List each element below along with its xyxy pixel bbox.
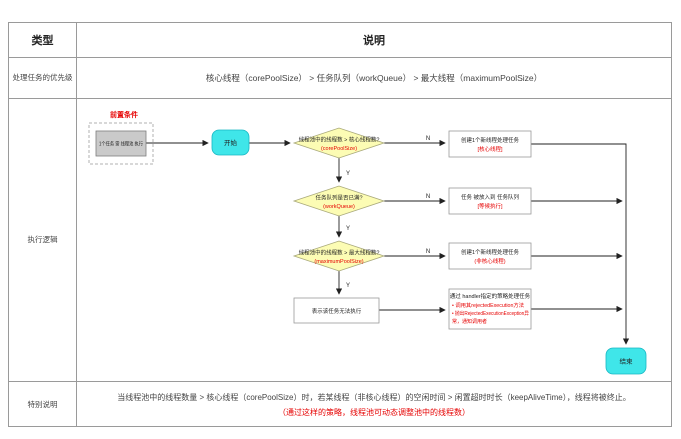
box-enqueue-task-subtext: [等候执行]: [477, 202, 503, 210]
task-node-label: 1个任务 需 线程池 执行: [99, 141, 143, 148]
edge-box1-to-end: [531, 143, 630, 345]
box-create-noncore-thread-text: 创建1个新线程处理任务: [461, 248, 520, 256]
task-node: [95, 130, 147, 157]
box-create-core-thread-text: 创建1个新线程处理任务: [461, 136, 520, 144]
label-yes-3: Y: [346, 283, 350, 289]
row-divider-1: [9, 57, 671, 58]
row-special-label: 特别说明: [27, 400, 58, 409]
precondition-label: 前置条件: [110, 110, 138, 119]
row-divider-3: [9, 381, 671, 382]
spec-table: 类型 说明 处理任务的优先级 核心线程（corePoolSize） > 任务队列…: [8, 22, 672, 427]
decision-core-pool: [292, 127, 386, 159]
label-no-3: N: [426, 249, 430, 255]
decision-work-queue: [292, 185, 386, 217]
column-divider: [76, 23, 77, 426]
label-yes-1: Y: [346, 171, 350, 177]
box-handler-policy-bullet1: • 调用其rejectedExecution方法: [452, 302, 524, 309]
label-no-1: N: [426, 136, 430, 142]
execution-flowchart: 前置条件 1个任务 需 线程池 执行 开始 线程池中的线程数 > 核心线程数? …: [88, 110, 647, 375]
row-logic-label: 执行逻辑: [27, 235, 58, 244]
decision-max-pool-text: 线程池中的线程数 > 最大线程数?: [299, 249, 380, 257]
box-handler-policy-bullet2: • 抛出RejectedExecutionException异: [452, 310, 529, 317]
end-node-label: 结束: [620, 357, 634, 366]
precondition-dashed-box: [88, 122, 154, 165]
box-handler-policy-bullet2-wrap: 常，通知调用者: [452, 318, 487, 325]
box-handler-policy-title: 通过 handler指定的策略处理任务: [450, 292, 531, 300]
box-task-rejected-text: 表示该任务无法执行: [312, 307, 362, 315]
decision-max-pool: [292, 240, 386, 272]
end-node: [605, 347, 647, 375]
box-create-noncore-thread: [448, 242, 532, 270]
label-yes-2: Y: [346, 226, 350, 232]
box-task-rejected: [293, 297, 380, 324]
box-enqueue-task: [448, 187, 532, 215]
label-no-2: N: [426, 194, 430, 200]
decision-work-queue-text: 任务队列是否已满?: [315, 194, 362, 202]
header-desc: 说明: [363, 35, 385, 47]
decision-max-pool-subtext: (maximumPoolSize): [314, 259, 363, 265]
decision-core-pool-subtext: (corePoolSize): [321, 146, 357, 152]
box-create-core-thread: [448, 130, 532, 158]
row-divider-2: [9, 98, 671, 99]
special-note-line2: （通过这样的策略，线程池可动态调整池中的线程数）: [278, 407, 470, 417]
decision-work-queue-subtext: (workQueue): [323, 204, 355, 210]
box-enqueue-task-text: 任务 被放入到 任务队列: [461, 193, 520, 201]
box-handler-policy: [448, 288, 532, 330]
row-priority-content: 核心线程（corePoolSize） > 任务队列（workQueue） > 最…: [205, 72, 543, 83]
row-priority-label: 处理任务的优先级: [12, 73, 73, 82]
header-type: 类型: [31, 35, 54, 47]
start-node-label: 开始: [224, 138, 238, 147]
box-create-noncore-thread-subtext: (非核心线程): [474, 257, 505, 265]
special-note-line1: 当线程池中的线程数量 > 核心线程（corePoolSize）时，若某线程（非核…: [117, 392, 631, 402]
row-special-content: 当线程池中的线程数量 > 核心线程（corePoolSize）时，若某线程（非核…: [77, 381, 671, 428]
box-create-core-thread-subtext: [核心线程]: [477, 145, 503, 153]
start-node: [211, 129, 250, 156]
decision-core-pool-text: 线程池中的线程数 > 核心线程数?: [299, 136, 380, 144]
